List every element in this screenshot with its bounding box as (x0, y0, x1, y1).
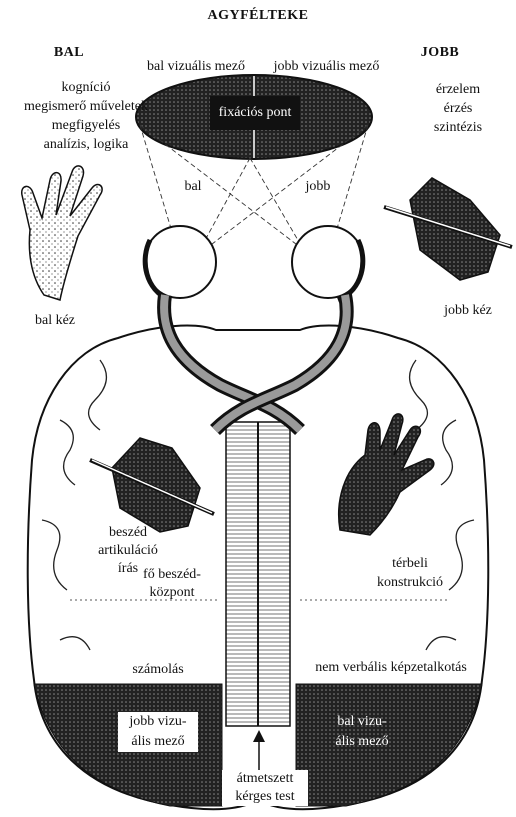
speech-center-label: fő beszéd- központ (132, 566, 212, 602)
right-visual-field-label: jobb vizuális mező (264, 58, 389, 75)
left-functions-list: kogníció megismerő műveletek megfigyelés… (4, 78, 168, 154)
right-functions-list: érzelem érzés szintézis (418, 80, 498, 137)
fixation-point-label: fixációs pont (212, 104, 298, 121)
left-visual-field-label: bal vizuális mező (136, 58, 256, 75)
left-hemisphere-heading: BAL (44, 44, 94, 61)
right-path-label: jobb (300, 178, 336, 195)
corpus-callosum-label: átmetszett kérges test (222, 770, 308, 806)
right-occipital-label: bal vizu- ális mező (322, 712, 402, 752)
calculation-label: számolás (118, 661, 198, 678)
left-occipital-label: jobb vizu- ális mező (118, 712, 198, 752)
left-hand-label: bal kéz (20, 312, 90, 329)
nonverbal-label: nem verbális képzetalkotás (294, 659, 488, 676)
right-hand-label: jobb kéz (430, 302, 506, 319)
left-path-label: bal (178, 178, 208, 195)
diagram-title: AGYFÉLTEKE (178, 7, 338, 24)
left-hand-drawing (22, 166, 102, 300)
spatial-construction-label: térbeli konstrukció (360, 554, 460, 592)
right-hemisphere-heading: JOBB (410, 44, 470, 61)
